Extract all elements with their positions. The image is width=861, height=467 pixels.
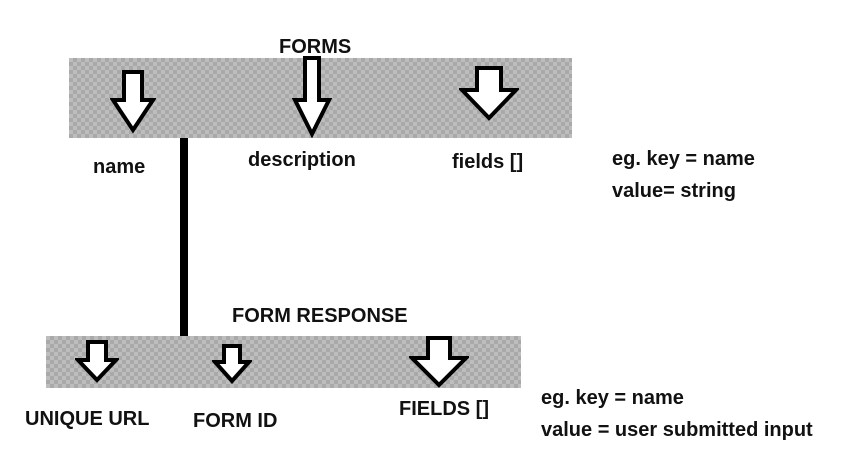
forms-field-name: name	[93, 156, 146, 178]
down-arrow-icon	[459, 66, 519, 121]
forms-note-line2: value= string	[612, 180, 736, 202]
forms-note-line1: eg. key = name	[612, 148, 755, 170]
forms-field-fields: fields []	[452, 151, 524, 173]
down-arrow-icon	[75, 340, 119, 383]
form-response-field-fields: FIELDS []	[399, 398, 489, 420]
down-arrow-icon	[292, 56, 332, 138]
forms-title: FORMS	[279, 36, 352, 58]
form-response-title: FORM RESPONSE	[232, 305, 408, 327]
form-response-note-line2: value = user submitted input	[541, 419, 813, 441]
form-response-field-form-id: FORM ID	[193, 410, 278, 432]
form-response-field-unique-url: UNIQUE URL	[25, 408, 150, 430]
connector-line	[180, 138, 188, 338]
down-arrow-icon	[409, 336, 469, 388]
form-response-note-line1: eg. key = name	[541, 387, 684, 409]
forms-field-description: description	[248, 149, 356, 171]
down-arrow-icon	[212, 344, 252, 384]
down-arrow-icon	[110, 70, 156, 134]
